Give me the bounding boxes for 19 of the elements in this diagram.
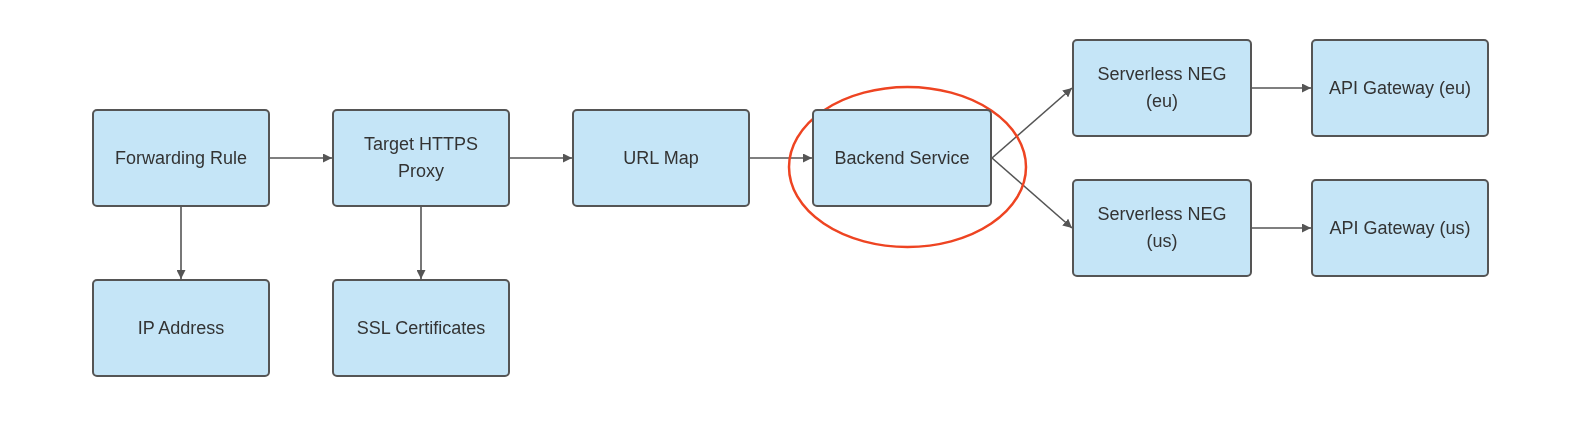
arrow xyxy=(176,206,186,280)
arrow xyxy=(1251,223,1312,233)
arrow xyxy=(269,153,333,163)
arrow xyxy=(1251,83,1312,93)
process-box: URL Map xyxy=(572,109,750,207)
process-box: Target HTTPS Proxy xyxy=(332,109,510,207)
arrow xyxy=(991,157,1073,229)
process-box: API Gateway (us) xyxy=(1311,179,1489,277)
arrow xyxy=(991,87,1073,159)
process-box: Backend Service xyxy=(812,109,992,207)
arrow xyxy=(416,206,426,280)
process-box: Serverless NEG (us) xyxy=(1072,179,1252,277)
arrow xyxy=(509,153,573,163)
process-box: Serverless NEG (eu) xyxy=(1072,39,1252,137)
process-box: API Gateway (eu) xyxy=(1311,39,1489,137)
process-box: IP Address xyxy=(92,279,270,377)
process-box: Forwarding Rule xyxy=(92,109,270,207)
process-box: SSL Certificates xyxy=(332,279,510,377)
arrow xyxy=(749,153,813,163)
